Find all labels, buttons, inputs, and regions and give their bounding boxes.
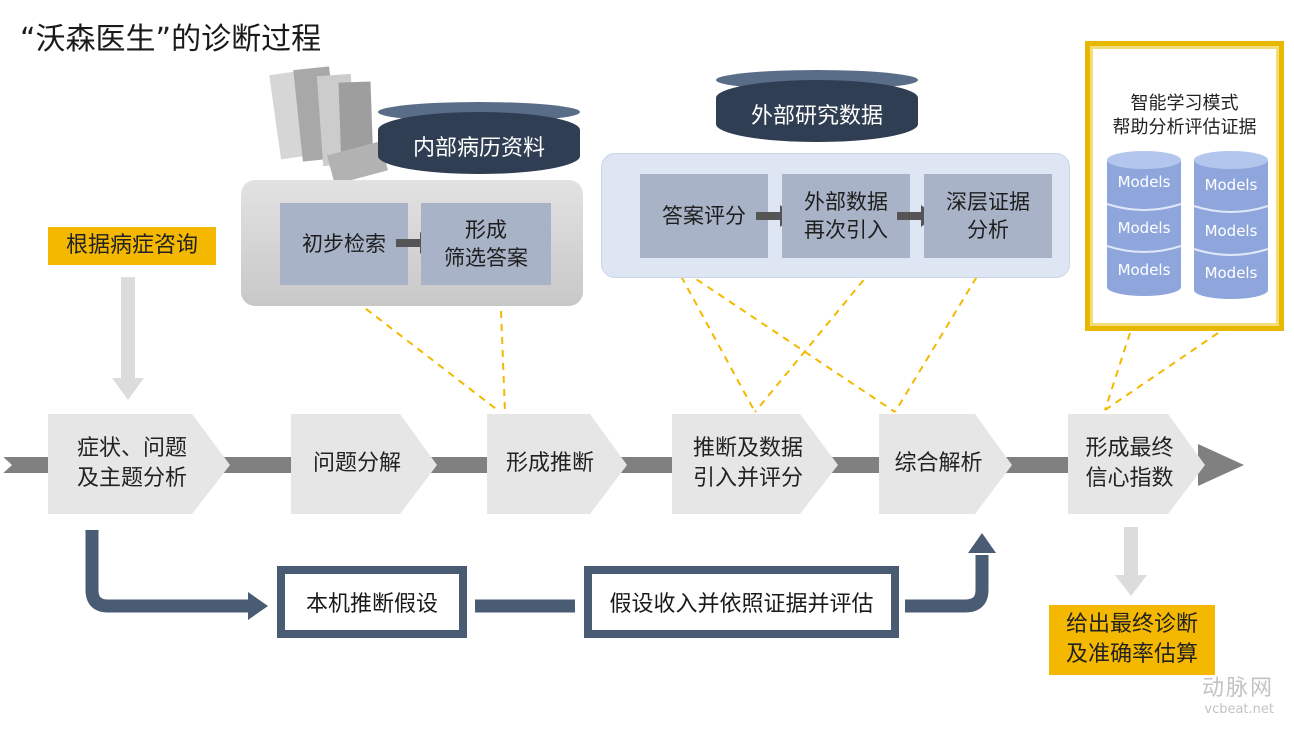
ml-title-line2: 帮助分析评估证据 [1112, 117, 1257, 138]
step-synthesis: 综合解析 [879, 414, 1012, 514]
model-label-6: Models [1205, 264, 1258, 282]
step-final-confidence: 形成最终 信心指数 [1068, 414, 1205, 514]
step-4-line1: 推断及数据 [692, 436, 803, 461]
screen-answers-line2: 筛选答案 [444, 246, 528, 270]
step-question-decomposition: 问题分解 [291, 414, 437, 514]
page-title: “沃森医生”的诊断过程 [20, 22, 322, 57]
step-1-line1: 症状、问题 [76, 436, 187, 461]
books-illustration [269, 66, 388, 185]
initial-search-text: 初步检索 [302, 232, 386, 256]
consult-label: 根据病症咨询 [48, 227, 216, 265]
external-db-label: 外部研究数据 [716, 80, 918, 142]
internal-db-text: 内部病历资料 [412, 136, 545, 161]
watermark: 动脉网 vcbeat.net [1202, 670, 1274, 717]
local-hypothesis-box: 本机推断假设 [277, 566, 467, 638]
answer-scoring-text: 答案评分 [662, 204, 746, 228]
consult-down-arrow [112, 277, 144, 400]
final-down-arrow [1115, 527, 1147, 596]
step-form-inference: 形成推断 [487, 414, 627, 514]
ml-title-line1: 智能学习模式 [1130, 93, 1239, 114]
evaluate-hypothesis-box: 假设收入并依照证据并评估 [584, 566, 899, 638]
watermark-url: vcbeat.net [1204, 702, 1274, 717]
step-2-line1: 问题分解 [312, 451, 401, 476]
step-6-line1: 形成最终 [1085, 436, 1174, 461]
step-3-line1: 形成推断 [505, 451, 594, 476]
answer-scoring-box: 答案评分 [640, 174, 768, 258]
screen-answers-line1: 形成 [465, 218, 507, 242]
hypothesis-connectors [85, 530, 989, 613]
external-reintroduce-box: 外部数据 再次引入 [782, 174, 910, 258]
model-stack-right: Models Models Models [1193, 151, 1269, 299]
model-stack-left: Models Models Models [1106, 151, 1182, 296]
watermark-brand: 动脉网 [1201, 676, 1274, 701]
ml-models-frame: 智能学习模式 帮助分析评估证据 Models Models Models Mod… [1085, 41, 1284, 331]
final-diagnosis-line2: 及准确率估算 [1065, 642, 1198, 667]
external-db-text: 外部研究数据 [750, 104, 883, 129]
step-symptom-analysis: 症状、问题 及主题分析 [48, 414, 230, 514]
external-reintroduce-line1: 外部数据 [804, 190, 888, 214]
deep-evidence-box: 深层证据 分析 [924, 174, 1052, 258]
step-chevrons [48, 414, 1205, 514]
step-4-line2: 引入并评分 [692, 466, 803, 491]
model-label-4: Models [1205, 176, 1258, 194]
deep-evidence-line1: 深层证据 [946, 190, 1030, 214]
final-diagnosis-label: 给出最终诊断 及准确率估算 [1049, 605, 1215, 675]
model-label-1: Models [1118, 173, 1171, 191]
step-5-line1: 综合解析 [894, 451, 983, 476]
model-label-2: Models [1118, 219, 1171, 237]
deep-evidence-line2: 分析 [967, 218, 1009, 242]
final-diagnosis-line1: 给出最终诊断 [1065, 612, 1198, 637]
dashed-links [334, 254, 1219, 413]
model-label-5: Models [1205, 222, 1258, 240]
internal-db-label: 内部病历资料 [378, 112, 580, 174]
screen-answers-box: 形成 筛选答案 [421, 203, 551, 285]
step-6-line2: 信心指数 [1085, 466, 1174, 491]
external-reintroduce-line2: 再次引入 [804, 218, 888, 242]
evaluate-hypothesis-text: 假设收入并依照证据并评估 [609, 592, 874, 617]
model-label-3: Models [1118, 261, 1171, 279]
step-inference-scoring: 推断及数据 引入并评分 [672, 414, 838, 514]
initial-search-box: 初步检索 [280, 203, 408, 285]
model-stacks: Models Models Models Models Models Model… [1106, 151, 1269, 299]
local-hypothesis-text: 本机推断假设 [305, 592, 438, 617]
step-1-line2: 及主题分析 [76, 466, 187, 491]
